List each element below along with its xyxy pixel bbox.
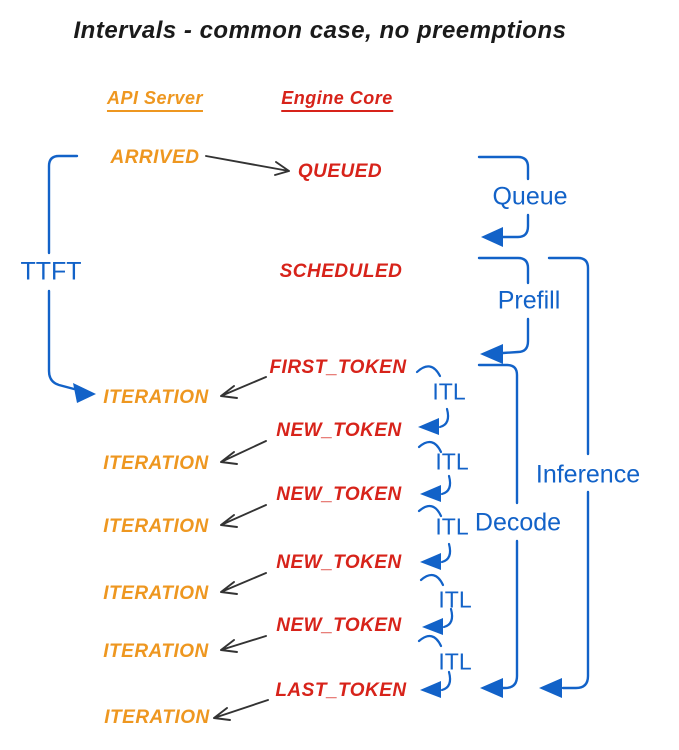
arrow-arrived-to-queued bbox=[205, 155, 290, 176]
event-arrived: ARRIVED bbox=[110, 147, 200, 168]
queue-arrowhead bbox=[481, 227, 503, 247]
interval-itl-label-5: ITL bbox=[438, 648, 472, 675]
inference-bracket-top bbox=[547, 256, 590, 456]
interval-prefill-label: Prefill bbox=[497, 286, 561, 315]
interval-itl-label-3: ITL bbox=[435, 513, 469, 540]
column-header-engine-core: Engine Core bbox=[281, 88, 393, 112]
itl-1-arrowhead bbox=[418, 418, 439, 435]
itl-5-arc bbox=[417, 634, 443, 648]
itl-1-arc bbox=[415, 365, 442, 378]
itl-4-arc bbox=[419, 573, 445, 587]
ttft-bracket-bottom bbox=[47, 289, 76, 391]
event-scheduled: SCHEDULED bbox=[279, 261, 403, 282]
page-title: Intervals - common case, no preemptions bbox=[73, 17, 567, 44]
interval-ttft-label: TTFT bbox=[20, 257, 82, 286]
itl-4-return bbox=[442, 607, 454, 629]
inference-arrowhead bbox=[539, 678, 562, 698]
event-first-token: FIRST_TOKEN bbox=[269, 357, 407, 378]
itl-3-arc bbox=[417, 504, 443, 518]
queue-bracket-top bbox=[477, 155, 530, 181]
arrow-new-token-2-to-iteration bbox=[220, 504, 267, 528]
queue-bracket-bottom bbox=[499, 213, 530, 239]
itl-3-return bbox=[440, 542, 452, 564]
event-iteration-1: ITERATION bbox=[103, 387, 209, 408]
arrow-first-token-to-iteration bbox=[220, 376, 267, 399]
event-new-token-4: NEW_TOKEN bbox=[276, 615, 402, 636]
event-last-token: LAST_TOKEN bbox=[275, 680, 407, 701]
itl-2-arc bbox=[417, 440, 443, 454]
event-iteration-5: ITERATION bbox=[103, 641, 209, 662]
prefill-bracket-top bbox=[477, 256, 530, 285]
interval-queue-label: Queue bbox=[492, 182, 568, 211]
event-iteration-4: ITERATION bbox=[103, 583, 209, 604]
event-queued: QUEUED bbox=[297, 161, 383, 182]
interval-decode-label: Decode bbox=[474, 508, 562, 537]
interval-inference-label: Inference bbox=[535, 460, 641, 489]
itl-1-return bbox=[438, 407, 450, 429]
decode-bracket-bottom bbox=[501, 539, 519, 690]
interval-itl-label-2: ITL bbox=[435, 448, 469, 475]
ttft-bracket-top bbox=[47, 154, 79, 255]
column-header-api-server: API Server bbox=[106, 88, 204, 112]
prefill-bracket-bottom bbox=[501, 317, 530, 355]
itl-4-arrowhead bbox=[422, 618, 443, 635]
decode-arrowhead bbox=[480, 678, 503, 698]
event-iteration-6: ITERATION bbox=[104, 707, 210, 728]
itl-5-arrowhead bbox=[420, 681, 441, 698]
arrow-last-token-to-iteration bbox=[213, 699, 269, 721]
event-new-token-2: NEW_TOKEN bbox=[276, 484, 402, 505]
itl-2-arrowhead bbox=[420, 485, 441, 502]
inference-bracket-bottom bbox=[561, 490, 590, 690]
event-iteration-3: ITERATION bbox=[103, 516, 209, 537]
event-new-token-3: NEW_TOKEN bbox=[276, 552, 402, 573]
event-iteration-2: ITERATION bbox=[103, 453, 209, 474]
prefill-arrowhead bbox=[480, 344, 503, 364]
arrow-new-token-3-to-iteration bbox=[220, 572, 267, 595]
itl-5-return bbox=[440, 670, 452, 692]
itl-2-return bbox=[440, 474, 452, 496]
arrow-new-token-4-to-iteration bbox=[220, 635, 267, 653]
ttft-arrowhead bbox=[73, 383, 96, 403]
decode-bracket-top bbox=[477, 363, 519, 505]
interval-itl-label-1: ITL bbox=[432, 378, 466, 405]
event-new-token-1: NEW_TOKEN bbox=[276, 420, 402, 441]
itl-3-arrowhead bbox=[420, 553, 441, 570]
arrow-new-token-1-to-iteration bbox=[220, 440, 267, 465]
interval-itl-label-4: ITL bbox=[438, 586, 472, 613]
